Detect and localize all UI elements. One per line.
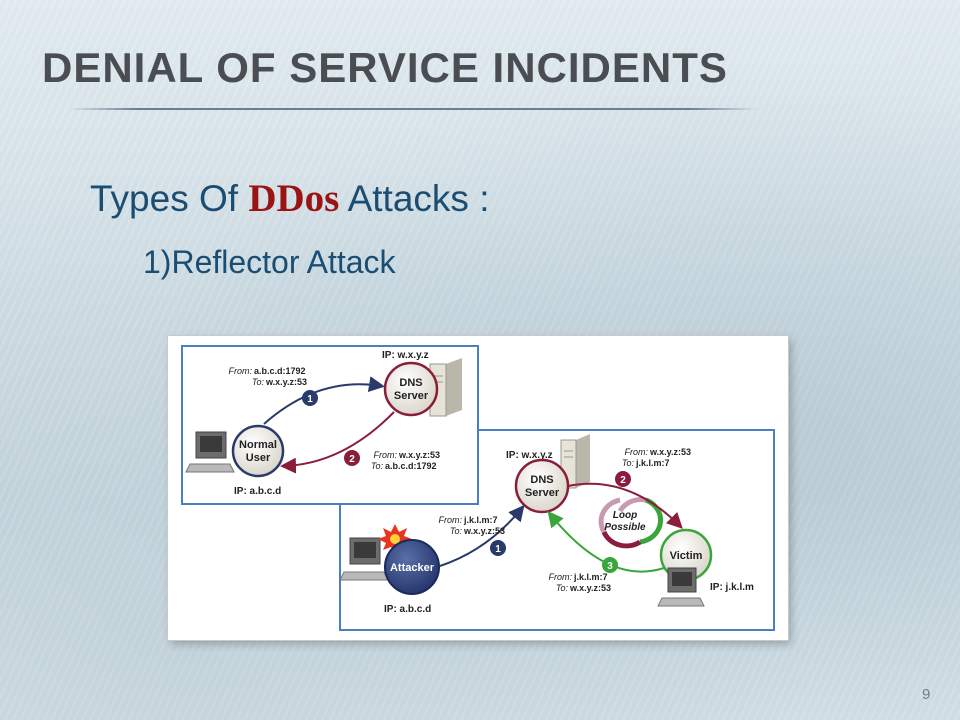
reflector-attack-diagram: DNS Server IP: w.x.y.z Normal User IP: a… <box>168 336 788 640</box>
step-number: 3 <box>607 561 613 572</box>
node-label: Server <box>525 487 560 499</box>
packet-from-label: From: <box>625 447 649 457</box>
list-item-reflector-attack: 1)Reflector Attack <box>143 244 396 280</box>
node-label: Normal <box>239 439 277 451</box>
spoofed-request-arrow <box>439 504 525 567</box>
step-number: 2 <box>620 475 626 486</box>
dns-server-node <box>383 361 439 417</box>
packet-to-value: a.b.c.d:1792 <box>385 461 437 471</box>
ip-label: IP: a.b.c.d <box>234 486 281 497</box>
subheading-suffix: Attacks : <box>339 178 490 219</box>
slide-title: Denial of Service Incidents <box>42 44 728 91</box>
packet-to-label: To: <box>450 526 463 536</box>
packet-from-label: From: <box>439 515 463 525</box>
response-arrow <box>280 411 395 474</box>
normal-user-node <box>231 424 285 478</box>
node-label: DNS <box>399 377 422 389</box>
normal-request-panel: DNS Server IP: w.x.y.z Normal User IP: a… <box>181 345 479 505</box>
packet-to-label: To: <box>556 583 569 593</box>
node-label: Victim <box>670 550 703 562</box>
packet-from-label: From: <box>229 366 253 376</box>
computer-icon <box>185 431 235 473</box>
packet-to-value: w.x.y.z:53 <box>265 377 307 387</box>
diagram-canvas: DNS Server IP: w.x.y.z Normal User IP: a… <box>181 345 775 631</box>
node-label: Attacker <box>390 562 435 574</box>
loop-label: Possible <box>604 522 646 533</box>
packet-from-value: w.x.y.z:53 <box>398 450 440 460</box>
packet-from-value: j.k.l.m:7 <box>463 515 498 525</box>
ip-label: IP: w.x.y.z <box>382 350 429 361</box>
packet-from-label: From: <box>374 450 398 460</box>
packet-from-value: w.x.y.z:53 <box>649 447 691 457</box>
reflected-response-arrow <box>567 482 683 529</box>
node-label: Server <box>394 390 429 402</box>
step-badge <box>302 390 318 406</box>
computer-icon <box>657 567 705 607</box>
node-label: User <box>246 452 271 464</box>
packet-from-label: From: <box>549 572 573 582</box>
subheading: Types Of DDos Attacks : <box>90 176 489 221</box>
packet-to-value: w.x.y.z:53 <box>569 583 611 593</box>
subheading-highlight: DDos <box>248 177 340 220</box>
step-badge <box>615 471 631 487</box>
step-badge <box>602 557 618 573</box>
subheading-prefix: Types Of <box>90 178 249 219</box>
packet-to-value: j.k.l.m:7 <box>635 458 670 468</box>
packet-from-value: j.k.l.m:7 <box>573 572 608 582</box>
request-arrow <box>263 376 385 425</box>
computer-icon <box>339 537 389 581</box>
step-badge <box>344 450 360 466</box>
dns-server-node <box>514 458 570 514</box>
packet-from-value: a.b.c.d:1792 <box>254 366 306 376</box>
explosion-core-icon <box>390 534 400 544</box>
loop-label: Loop <box>613 510 637 521</box>
packet-to-value: w.x.y.z:53 <box>463 526 505 536</box>
step-number: 2 <box>349 454 355 465</box>
step-number: 1 <box>495 544 501 555</box>
step-number: 1 <box>307 394 313 405</box>
packet-to-label: To: <box>622 458 635 468</box>
title-divider <box>68 108 758 110</box>
packet-to-label: To: <box>252 377 265 387</box>
amplified-attack-content: IP: w.x.y.z DNS Server Loop Possible Att… <box>339 434 754 615</box>
ip-label: IP: j.k.l.m <box>710 582 754 593</box>
step-badge <box>490 540 506 556</box>
loop-icon <box>598 497 664 549</box>
ip-label: IP: a.b.c.d <box>384 604 431 615</box>
ip-label: IP: w.x.y.z <box>506 450 553 461</box>
node-label: DNS <box>530 474 553 486</box>
attacker-node <box>384 539 440 595</box>
page-number: 9 <box>922 686 931 703</box>
packet-to-label: To: <box>371 461 384 471</box>
